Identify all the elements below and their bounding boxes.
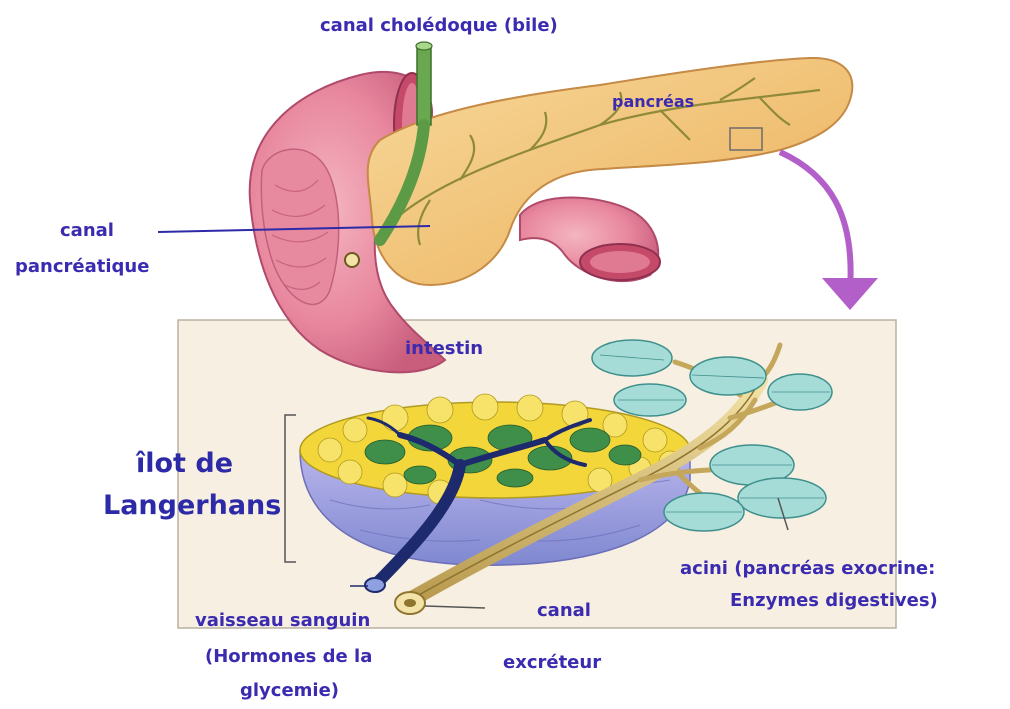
label-canal-excreteur-1: canal: [537, 600, 591, 621]
label-intestin: intestin: [405, 338, 483, 359]
label-canal-excreteur-2: excréteur: [503, 652, 601, 673]
label-canal-choledoque: canal cholédoque (bile): [320, 15, 558, 36]
zoom-arrow-icon: [780, 152, 851, 290]
label-vaisseau-2: (Hormones de la: [205, 646, 372, 667]
label-canal-pancreatique-1: canal: [60, 220, 114, 241]
label-ilot-1: îlot de: [136, 448, 233, 479]
label-acini-2: Enzymes digestives): [730, 590, 938, 611]
label-pancreas: pancréas: [612, 92, 694, 111]
label-vaisseau-1: vaisseau sanguin: [195, 610, 370, 631]
label-ilot-2: Langerhans: [103, 490, 281, 521]
label-vaisseau-3: glycemie): [240, 680, 339, 701]
label-canal-pancreatique-2: pancréatique: [15, 256, 149, 277]
label-acini-1: acini (pancréas exocrine:: [680, 558, 935, 579]
